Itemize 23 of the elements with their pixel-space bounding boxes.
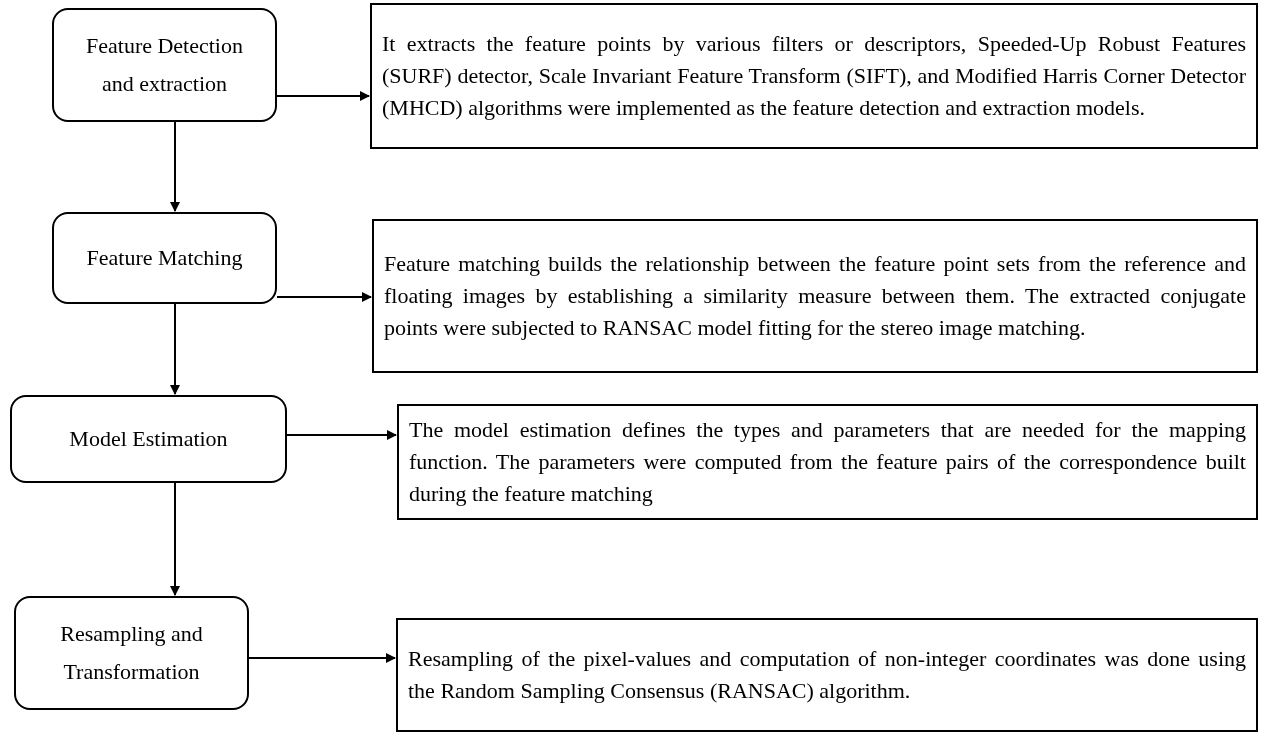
- description-text: The model estimation defines the types and parameters that are needed for the mapping function. The parameters were computed from the feature pairs of the correspondence built during the feature matching: [409, 416, 1246, 508]
- description-text: Resampling of the pixel-values and computation of non-integer coordinates was done using the Random Sampling Consensus (RANSAC) algorithm.: [408, 645, 1246, 705]
- arrow: [286, 430, 397, 440]
- description-text: Feature matching builds the relationship between the feature point sets from the reference and floating images by establishing a similarity measure between them. The extracted conjugate points were subjected to RANSAC model fitting for the stereo image matching.: [384, 250, 1246, 342]
- description-text: It extracts the feature points by various filters or descriptors, Speeded-Up Robust Features (SURF) detector, Scale Invariant Feature Transform (SIFT), and Modified Harris Corner Detector (MHCD) algorithms were implemented as the feature detection and extraction models.: [382, 30, 1246, 122]
- arrow: [170, 482, 180, 596]
- description-box: [370, 3, 1258, 149]
- process-box: [52, 8, 277, 122]
- description-box: [372, 219, 1258, 373]
- step-label: Feature Matching: [85, 244, 244, 272]
- arrow: [276, 91, 370, 101]
- description-box: [396, 618, 1258, 732]
- arrow: [170, 121, 180, 212]
- description-box: [397, 404, 1258, 520]
- arrow: [248, 653, 396, 663]
- step-label: Feature Detection and extraction: [85, 32, 244, 98]
- step-label: Resampling and Transformation: [59, 620, 204, 686]
- process-box: [10, 395, 287, 483]
- arrow: [170, 303, 180, 395]
- process-box: [52, 212, 277, 304]
- step-label: Model Estimation: [68, 425, 229, 453]
- arrow: [276, 292, 372, 302]
- process-box: [14, 596, 249, 710]
